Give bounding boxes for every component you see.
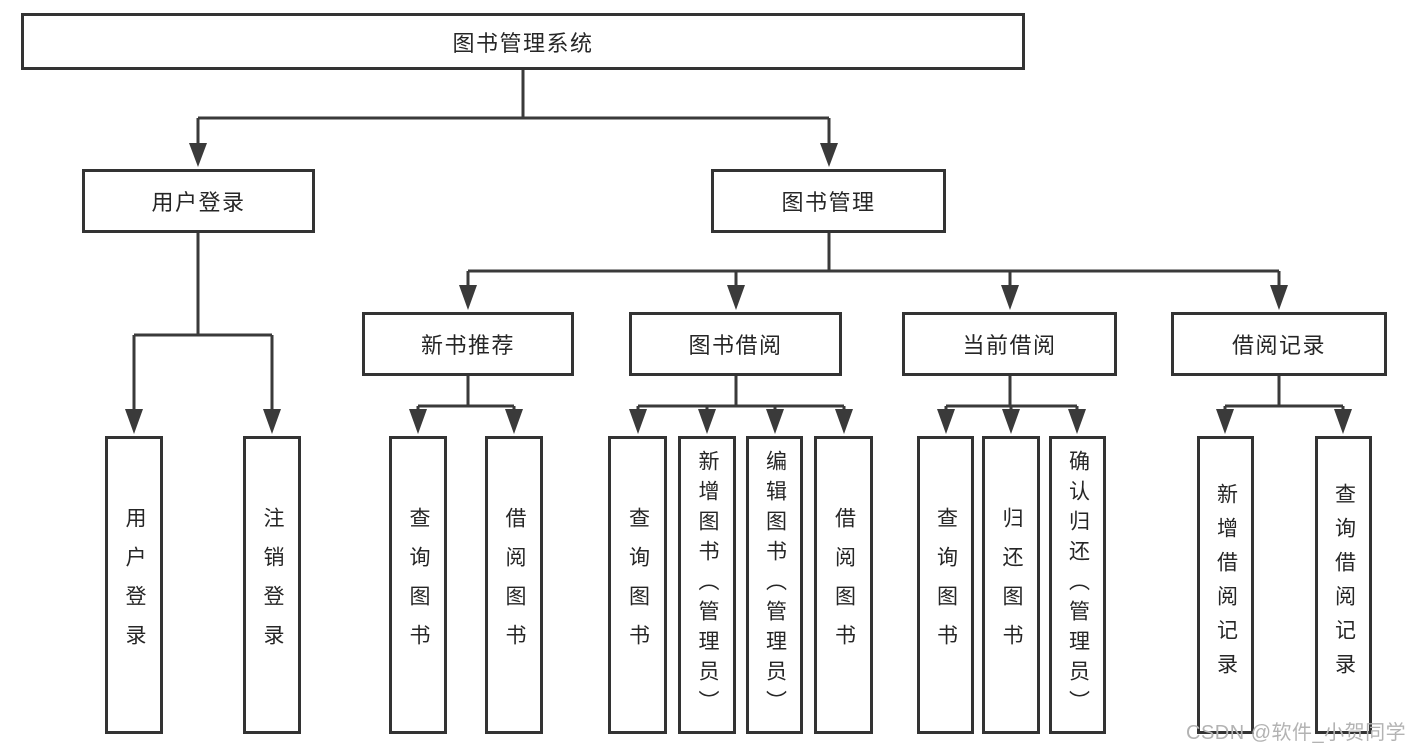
arrowhead xyxy=(1334,409,1352,434)
connector-bookmgmt-to-level3 xyxy=(466,233,1281,289)
leaf-bb-add-book-admin-label: 新增图书（管理员） xyxy=(696,450,719,720)
arrowhead xyxy=(820,143,838,167)
node-book-management-label: 图书管理 xyxy=(781,190,876,215)
connector-borrowrecords-to-leaves xyxy=(1223,376,1345,413)
connector-newbookrec-to-leaves xyxy=(416,376,516,413)
watermark: CSDN @软件_小贺同学 xyxy=(1186,722,1405,744)
connector-root-to-level2 xyxy=(196,70,831,147)
leaf-bb-add-book-admin: 新增图书（管理员） xyxy=(678,436,736,734)
leaf-br-query-record: 查询借阅记录 xyxy=(1315,436,1372,734)
leaf-rec-query-book-label: 查询图书 xyxy=(407,507,430,663)
node-user-login: 用户登录 xyxy=(82,169,315,233)
leaf-br-add-record: 新增借阅记录 xyxy=(1197,436,1254,734)
arrowhead xyxy=(766,409,784,434)
leaf-cb-return-book: 归还图书 xyxy=(982,436,1040,734)
leaf-rec-borrow-book-label: 借阅图书 xyxy=(503,507,526,663)
node-book-borrow: 图书借阅 xyxy=(629,312,842,376)
node-user-login-label: 用户登录 xyxy=(151,190,246,215)
leaf-logout: 注销登录 xyxy=(243,436,301,734)
leaf-cb-query-book: 查询图书 xyxy=(917,436,974,734)
leaf-bb-edit-book-admin: 编辑图书（管理员） xyxy=(746,436,803,734)
leaf-br-query-record-label: 查询借阅记录 xyxy=(1332,483,1356,687)
arrowheads xyxy=(125,143,1352,434)
arrowhead xyxy=(125,409,143,434)
leaf-user-login-label: 用户登录 xyxy=(123,507,146,663)
leaf-br-add-record-label: 新增借阅记录 xyxy=(1214,483,1238,687)
node-current-borrow: 当前借阅 xyxy=(902,312,1117,376)
node-borrow-records: 借阅记录 xyxy=(1171,312,1387,376)
connector-currentborrow-to-leaves xyxy=(944,376,1079,413)
leaf-bb-edit-book-admin-label: 编辑图书（管理员） xyxy=(763,450,787,720)
leaf-cb-query-book-label: 查询图书 xyxy=(934,507,958,663)
connector-userlogin-to-leaves xyxy=(132,233,274,413)
arrowhead xyxy=(1001,285,1019,310)
leaf-cb-return-book-label: 归还图书 xyxy=(1000,507,1023,663)
node-current-borrow-label: 当前借阅 xyxy=(962,333,1057,358)
leaf-bb-borrow-book-label: 借阅图书 xyxy=(832,507,856,663)
arrowhead xyxy=(698,409,716,434)
arrowhead xyxy=(263,409,281,434)
arrowhead xyxy=(727,285,745,310)
leaf-bb-query-book: 查询图书 xyxy=(608,436,667,734)
node-root: 图书管理系统 xyxy=(21,13,1025,70)
arrowhead xyxy=(1270,285,1288,310)
arrowhead xyxy=(409,409,427,434)
arrowhead xyxy=(629,409,647,434)
node-book-borrow-label: 图书借阅 xyxy=(688,333,783,358)
node-new-book-recommend: 新书推荐 xyxy=(362,312,574,376)
arrowhead xyxy=(189,143,207,167)
arrowhead xyxy=(1216,409,1234,434)
leaf-user-login: 用户登录 xyxy=(105,436,163,734)
arrowhead xyxy=(937,409,955,434)
leaf-logout-label: 注销登录 xyxy=(261,507,284,663)
leaf-cb-confirm-return-admin: 确认归还（管理员） xyxy=(1049,436,1106,734)
leaf-bb-query-book-label: 查询图书 xyxy=(626,507,650,663)
connector-bookborrow-to-leaves xyxy=(636,376,846,413)
node-new-book-recommend-label: 新书推荐 xyxy=(420,333,515,358)
arrowhead xyxy=(1002,409,1020,434)
leaf-cb-confirm-return-admin-label: 确认归还（管理员） xyxy=(1066,450,1090,720)
leaf-rec-query-book: 查询图书 xyxy=(389,436,447,734)
node-root-label: 图书管理系统 xyxy=(452,30,594,56)
arrowhead xyxy=(835,409,853,434)
leaf-bb-borrow-book: 借阅图书 xyxy=(814,436,873,734)
node-book-management: 图书管理 xyxy=(711,169,946,233)
arrowhead xyxy=(1068,409,1086,434)
leaf-rec-borrow-book: 借阅图书 xyxy=(485,436,543,734)
arrowhead xyxy=(459,285,477,310)
arrowhead xyxy=(505,409,523,434)
node-borrow-records-label: 借阅记录 xyxy=(1231,333,1326,358)
